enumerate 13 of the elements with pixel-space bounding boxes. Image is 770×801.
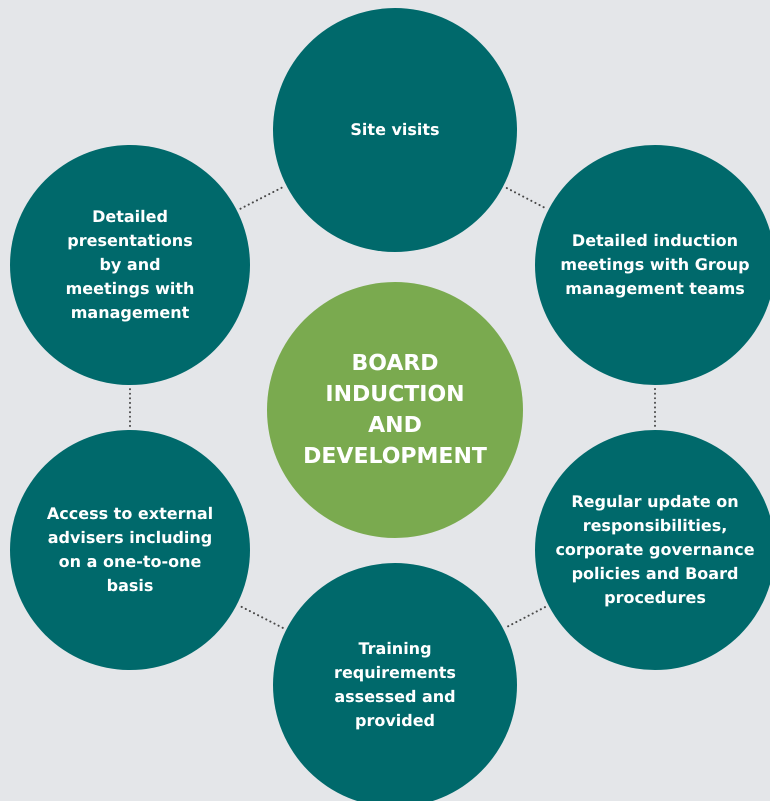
topic-text: Access to external advisers including on a one-to-one basis [46,503,214,597]
topic-text: Detailed presentations by and meetings with management [64,206,196,324]
dotted-connector [654,388,656,427]
dotted-connector [129,388,131,427]
topic-text: Training requirements assessed and provided [333,638,457,732]
dotted-connector [240,605,284,629]
dotted-connector [240,186,284,210]
topic-text: Site visits [350,119,440,141]
dotted-connector [506,606,546,628]
center-title: BOARD INDUCTION AND DEVELOPMENT [302,350,488,471]
dotted-connector [506,187,546,209]
topic-text: Regular update on responsibilities, corporate governance policies and Board procedures [554,491,756,609]
topic-text: Detailed induction meetings with Group management teams [559,230,751,300]
